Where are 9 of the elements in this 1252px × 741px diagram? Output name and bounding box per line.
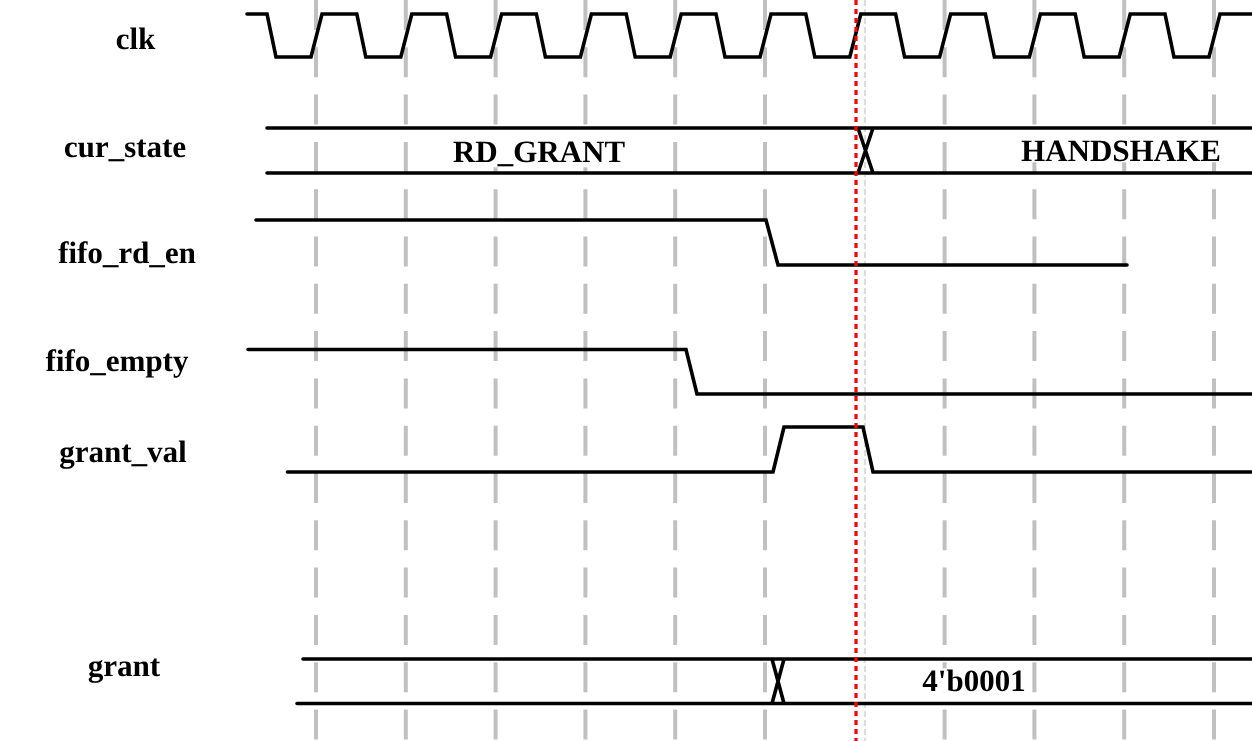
- signal-name: fifo_empty: [45, 349, 189, 378]
- signal-name: cur_state: [64, 139, 186, 162]
- bus-value: HANDSHAKE: [1020, 139, 1222, 163]
- bus-value: 4'b0001: [921, 668, 1027, 693]
- signal-name: clk: [116, 27, 156, 50]
- signal-name: grant_val: [60, 440, 187, 469]
- bus-value: RD_GRANT: [451, 140, 627, 168]
- signal-name: grant: [88, 658, 161, 683]
- signal-name: fifo_rd_en: [58, 241, 196, 268]
